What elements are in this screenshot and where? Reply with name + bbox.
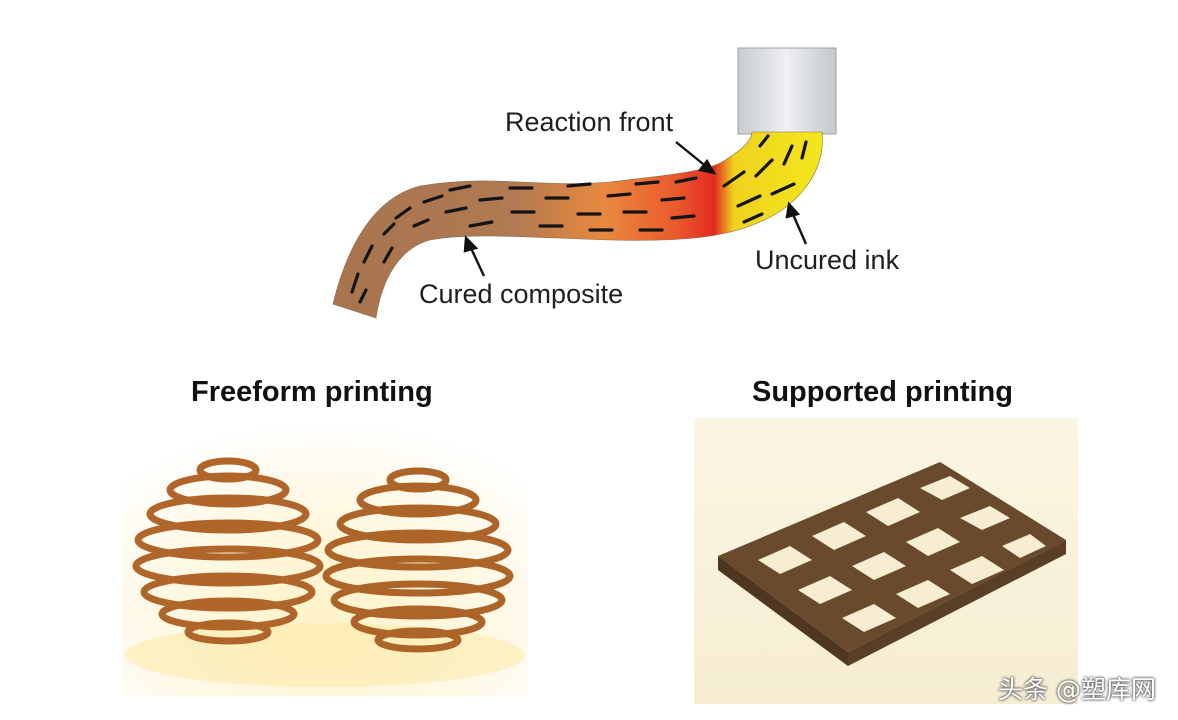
fiber-dashes	[350, 134, 808, 304]
nozzle	[737, 47, 837, 135]
honeycomb-tray	[718, 462, 1066, 666]
supported-photo	[694, 418, 1078, 704]
supported-printing-heading: Supported printing	[752, 376, 1013, 408]
freeform-photo	[122, 420, 528, 696]
cured-composite-label: Cured composite	[419, 279, 624, 309]
uncured-ink-label: Uncured ink	[755, 245, 900, 275]
coil-sphere-left	[132, 457, 324, 645]
watermark: 头条 @塑库网	[998, 675, 1156, 704]
cured-composite-arrow	[463, 235, 486, 277]
coil-sphere-right	[322, 467, 514, 653]
filament	[332, 131, 823, 319]
reaction-front-arrow	[675, 141, 717, 175]
freeform-printing-heading: Freeform printing	[191, 376, 433, 408]
callout-arrows	[463, 141, 808, 277]
uncured-ink-arrow	[785, 201, 808, 245]
reaction-front-label: Reaction front	[505, 107, 674, 137]
